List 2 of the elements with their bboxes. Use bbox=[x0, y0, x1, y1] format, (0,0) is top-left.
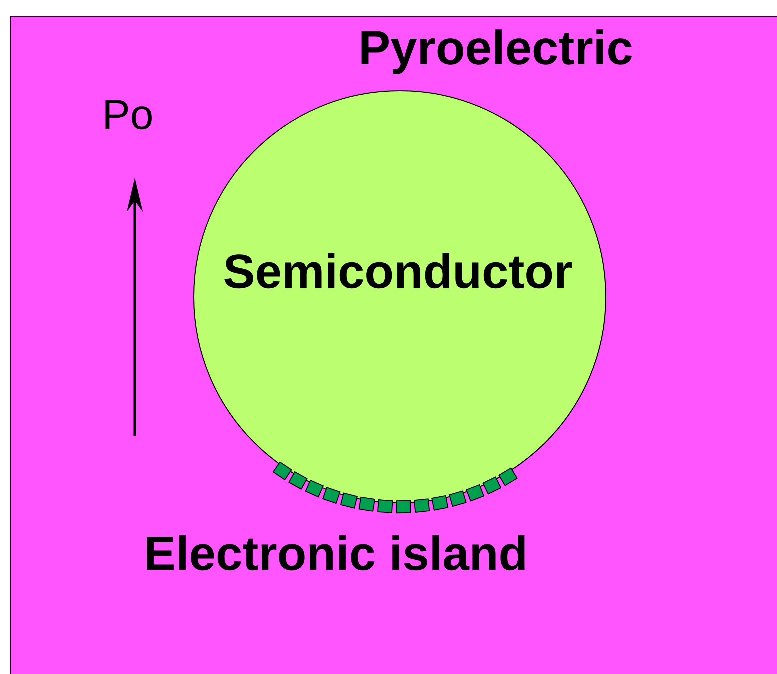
polarization-label: Po bbox=[106, 100, 152, 130]
node-label: Electronic island bbox=[147, 535, 525, 571]
